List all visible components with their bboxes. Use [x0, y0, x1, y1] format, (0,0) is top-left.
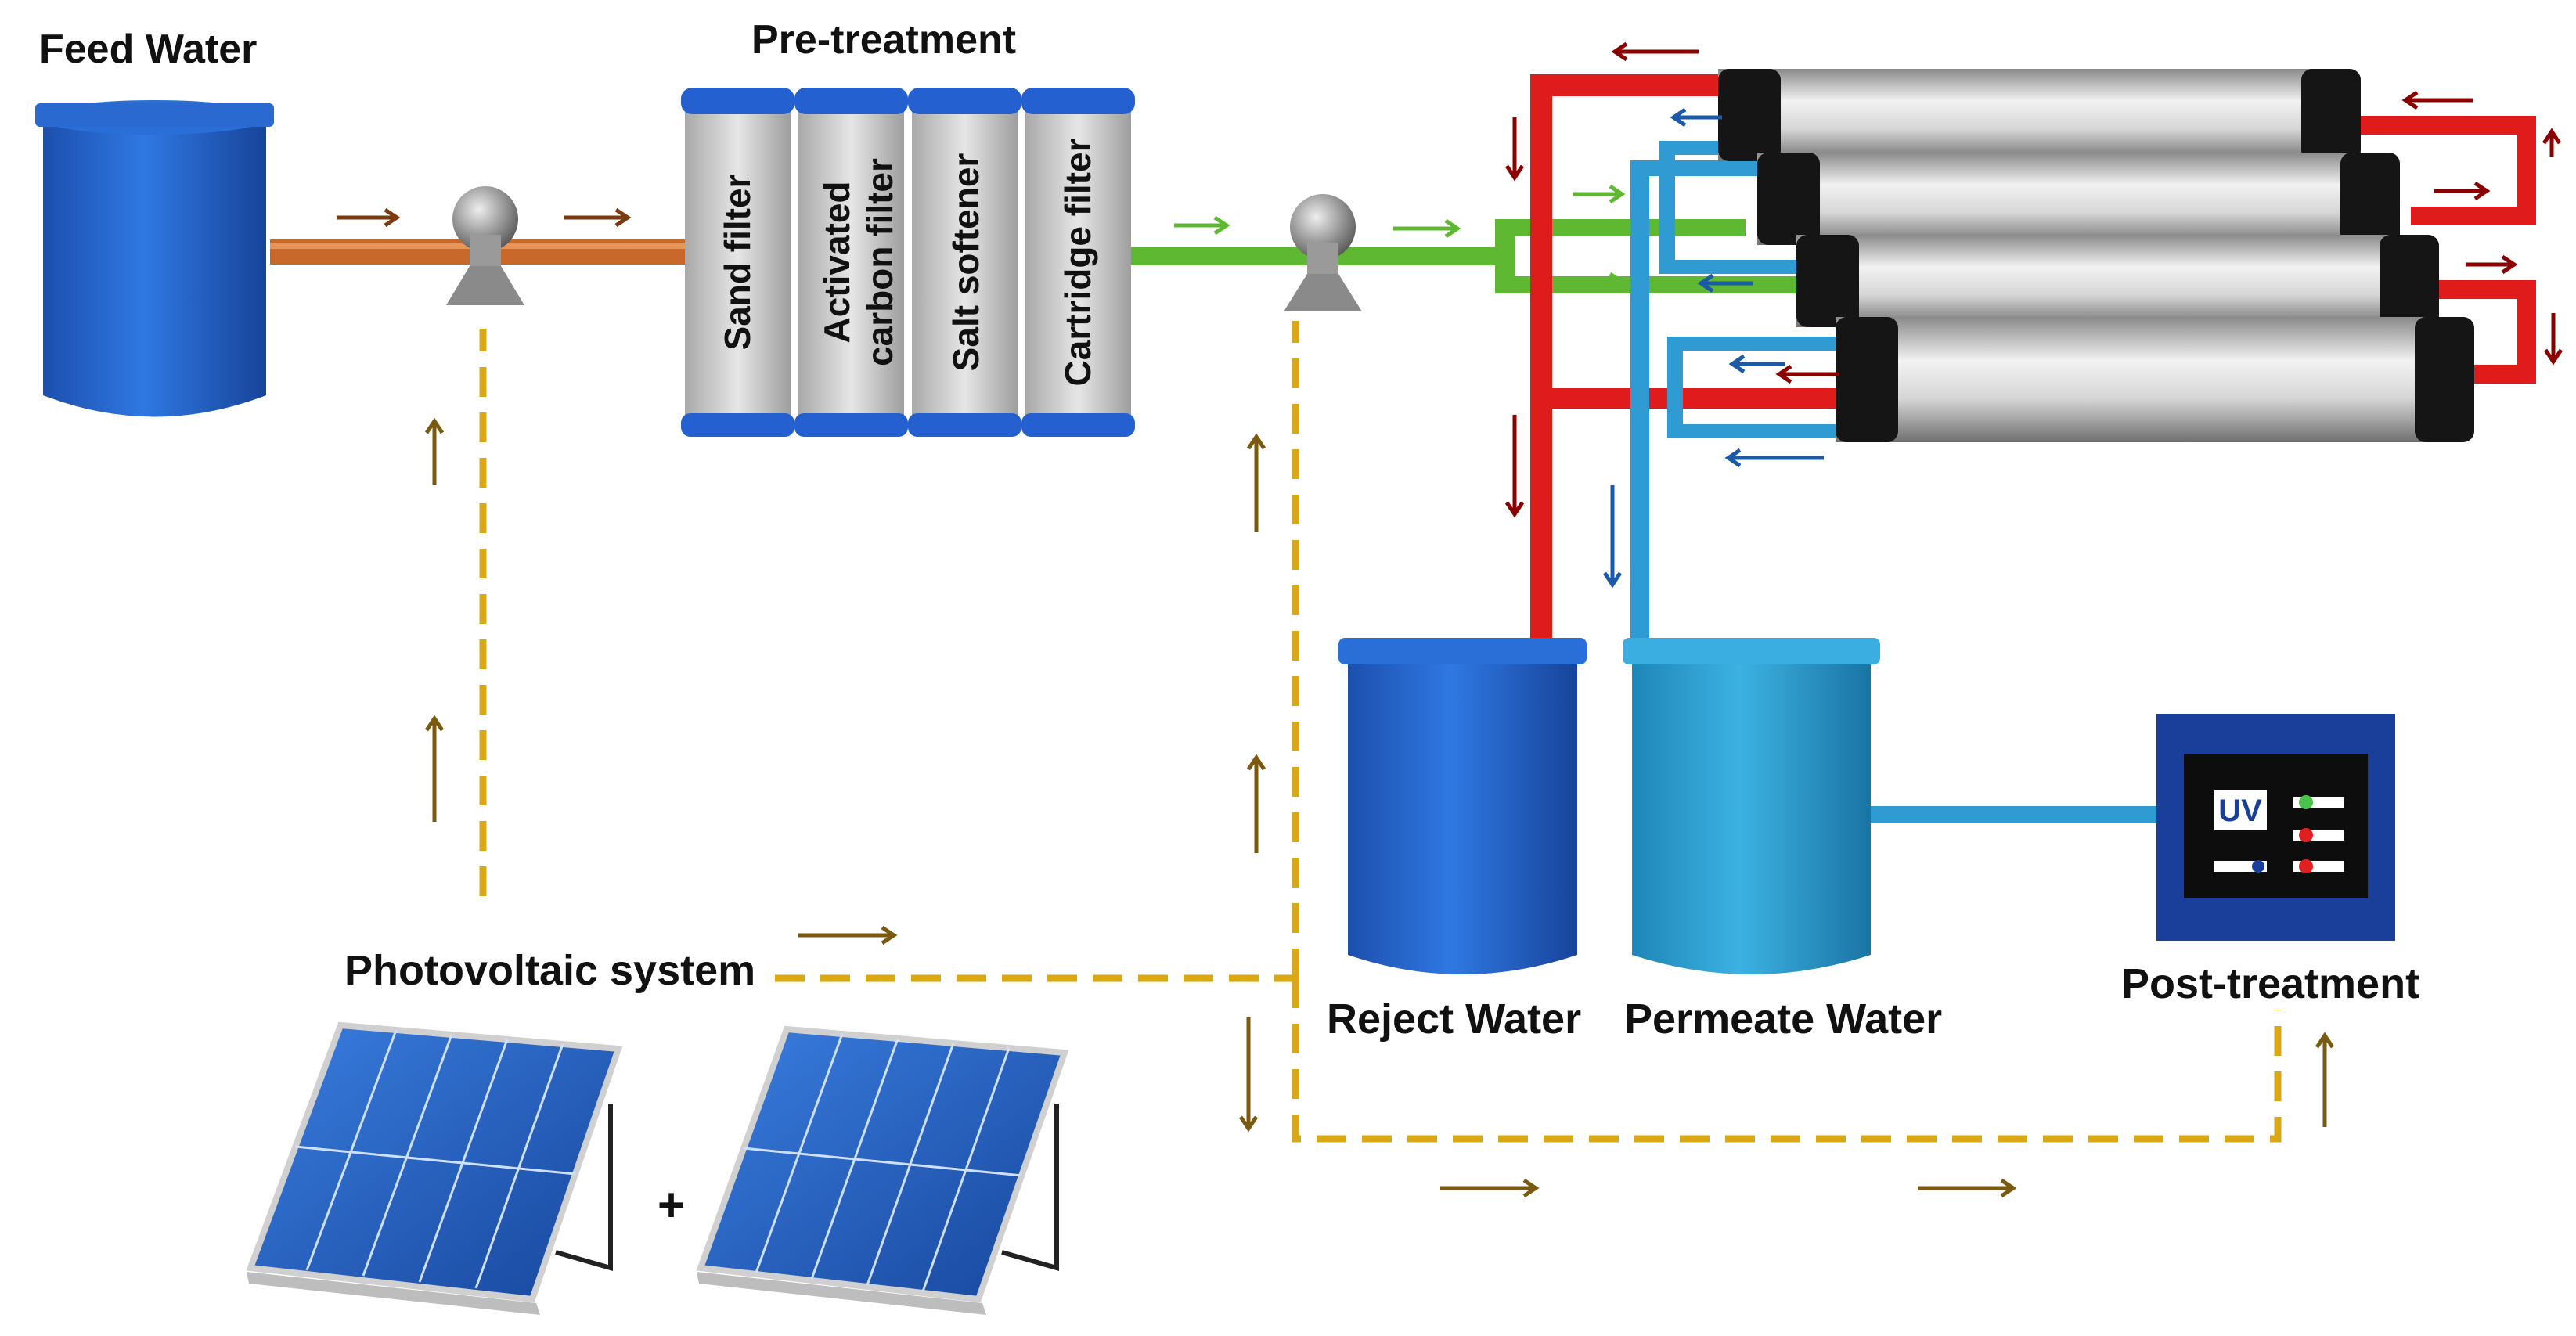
- pump-valve: [1284, 194, 1362, 311]
- feed-water-label: Feed Water: [39, 27, 257, 72]
- pre-treatment-label: Pre-treatment: [751, 17, 1016, 63]
- solar-panel: [246, 1021, 623, 1315]
- filter-salt-softener: [908, 88, 1021, 437]
- filter-label: Cartridge filter: [1057, 138, 1098, 386]
- uv-unit: UV: [2156, 714, 2395, 941]
- ro-membrane: [1757, 153, 2400, 245]
- plus-sign: +: [658, 1179, 685, 1231]
- ro-membrane: [1718, 69, 2361, 161]
- pump-valve: [446, 186, 524, 305]
- filter-label: Salt softener: [946, 153, 986, 372]
- feed-water-tank: [35, 100, 274, 417]
- ro-membrane: [1836, 317, 2474, 442]
- filter-label-line2: carbon filter: [859, 158, 900, 366]
- ro-membrane: [1796, 235, 2439, 327]
- uv-label: UV: [2218, 794, 2262, 828]
- flow-arrows: [337, 41, 2563, 1198]
- photovoltaic-system-label: Photovoltaic system: [344, 947, 755, 994]
- filter-activated-carbon: [794, 88, 908, 437]
- reject-water-label: Reject Water: [1327, 996, 1581, 1043]
- solar-panel: [696, 1025, 1069, 1315]
- reject-pipe: [1530, 74, 2536, 638]
- filter-sand: [681, 88, 794, 437]
- reject-water-tank: [1338, 638, 1587, 974]
- filter-label: Sand filter: [717, 174, 758, 350]
- filter-label: Activated: [816, 181, 857, 343]
- permeate-water-tank: [1623, 638, 1880, 974]
- permeate-water-label: Permeate Water: [1624, 996, 1942, 1043]
- post-treatment-label: Post-treatment: [2121, 960, 2419, 1007]
- filter-cartridge: [1021, 88, 1135, 437]
- power-line: [479, 321, 2282, 1143]
